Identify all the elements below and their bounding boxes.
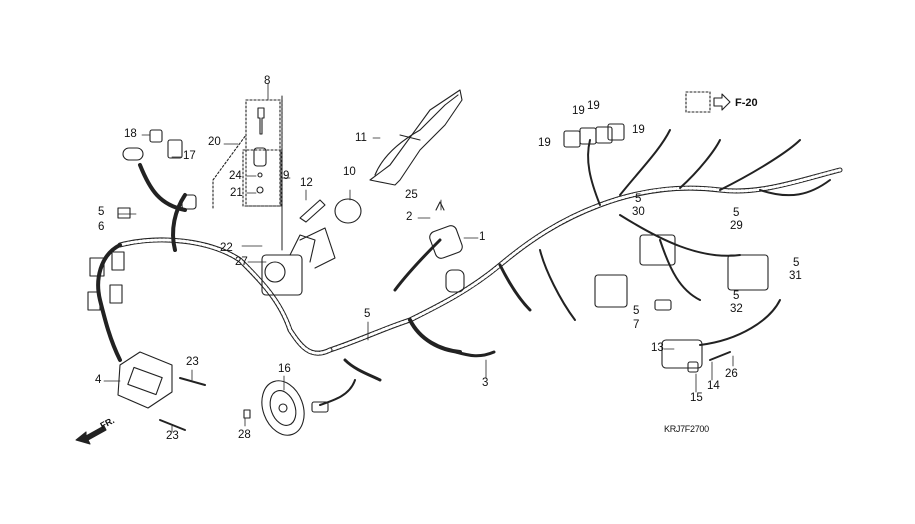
callout-19[interactable]: 19 [572,105,585,117]
callout-19[interactable]: 19 [587,100,600,112]
callout-16[interactable]: 16 [278,363,291,375]
callout-18[interactable]: 18 [124,128,137,140]
callout-13[interactable]: 13 [651,342,664,354]
callout-4[interactable]: 4 [95,374,102,386]
callout-27[interactable]: 27 [235,256,248,268]
callout-17[interactable]: 17 [183,150,196,162]
callout-19[interactable]: 19 [538,137,551,149]
callout-31[interactable]: 31 [789,270,802,282]
page-reference-link[interactable]: F-20 [735,97,758,109]
relays[interactable] [563,123,625,148]
callout-20[interactable]: 20 [208,136,221,148]
callout-8[interactable]: 8 [264,75,271,87]
callout-5[interactable]: 5 [733,207,740,219]
callout-9[interactable]: 9 [283,170,290,182]
callout-10[interactable]: 10 [343,166,356,178]
key-blank[interactable] [299,199,326,223]
callout-30[interactable]: 30 [632,206,645,218]
callout-3[interactable]: 3 [482,377,489,389]
front-arrow-icon [75,425,107,445]
top-connectors[interactable] [87,129,197,311]
turn-signal-relay[interactable] [661,299,781,373]
callout-19[interactable]: 19 [632,124,645,136]
callout-5[interactable]: 5 [364,308,371,320]
ignition-switch-set[interactable] [212,95,336,296]
bolt-reference [685,91,711,113]
callout-5[interactable]: 5 [633,305,640,317]
callout-22[interactable]: 22 [220,242,233,254]
callout-6[interactable]: 6 [98,221,105,233]
callout-28[interactable]: 28 [238,429,251,441]
horn-bolt[interactable] [243,409,251,419]
cdi-unit[interactable] [117,351,206,431]
fuse-boxes[interactable] [594,234,769,311]
arrow-right-icon [713,93,731,111]
callout-23[interactable]: 23 [186,356,199,368]
callout-5[interactable]: 5 [98,206,105,218]
callout-5[interactable]: 5 [635,193,642,205]
callout-11[interactable]: 11 [355,132,367,144]
diagram-code: KRJ7F2700 [664,424,709,434]
callout-1[interactable]: 1 [479,231,486,243]
wire-harness[interactable] [96,129,843,406]
callout-29[interactable]: 29 [730,220,743,232]
harness-cover[interactable] [369,89,463,186]
callout-26[interactable]: 26 [725,368,738,380]
callout-7[interactable]: 7 [633,319,640,331]
horn[interactable] [255,375,329,441]
starter-relay[interactable] [428,201,465,293]
callout-5[interactable]: 5 [733,290,740,302]
callout-25[interactable]: 25 [405,189,418,201]
leader-lines [103,83,734,433]
callout-5[interactable]: 5 [793,257,800,269]
callout-21[interactable]: 21 [230,187,243,199]
callout-24[interactable]: 24 [229,170,242,182]
callout-32[interactable]: 32 [730,303,743,315]
spark-plug-cap[interactable] [454,350,496,358]
callout-23[interactable]: 23 [166,430,179,442]
callout-14[interactable]: 14 [707,380,720,392]
callout-12[interactable]: 12 [300,177,313,189]
callout-2[interactable]: 2 [406,211,413,223]
ignition-switch-cover[interactable] [334,198,362,224]
callout-15[interactable]: 15 [690,392,703,404]
